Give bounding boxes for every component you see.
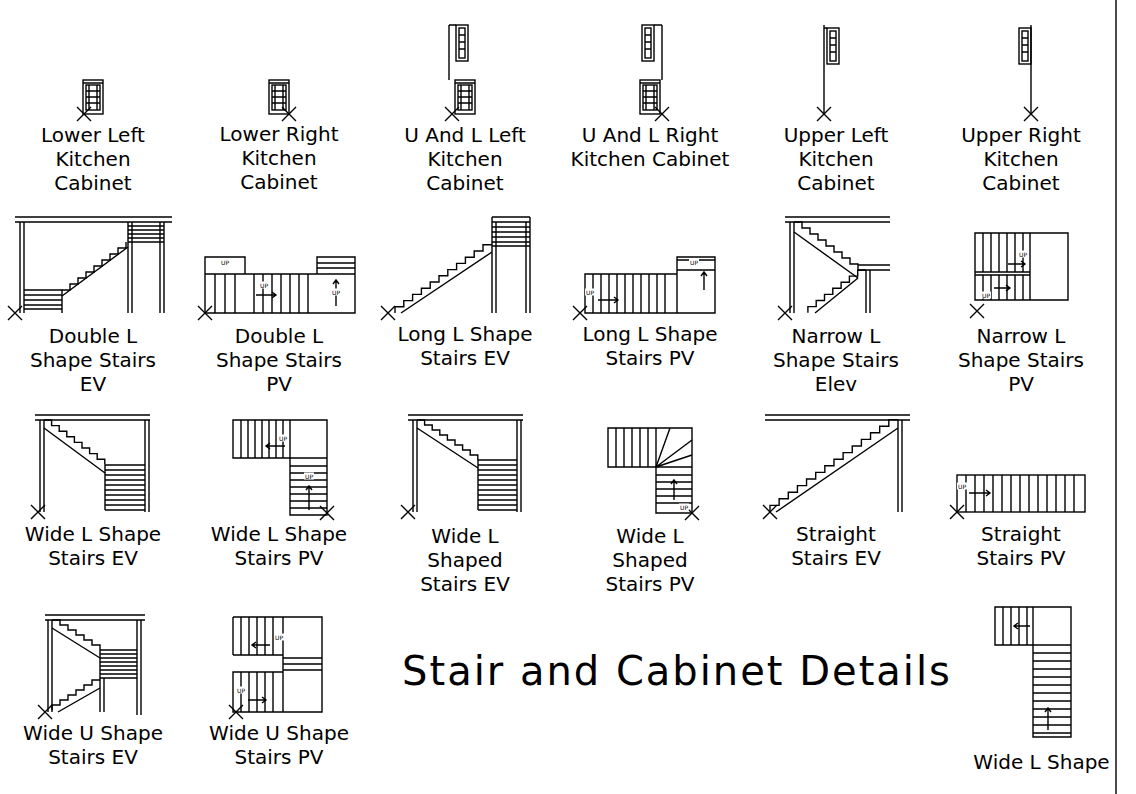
up-mark: UP bbox=[1018, 251, 1028, 258]
stair-plan bbox=[608, 428, 699, 520]
symbol-caption: Upper Left Kitchen Cabinet bbox=[782, 123, 891, 195]
up-mark: UP bbox=[331, 289, 341, 296]
symbol-caption-slot: Wide L Shape bbox=[971, 750, 1112, 774]
cabinet-symbol bbox=[445, 25, 475, 121]
stair-elevation bbox=[381, 217, 530, 320]
symbol-caption-slot: Wide L Shape Stairs PV bbox=[209, 522, 350, 570]
stair-plan bbox=[995, 607, 1071, 737]
symbol-caption: Lower Left Kitchen Cabinet bbox=[39, 123, 147, 195]
cabinet-symbol bbox=[817, 25, 839, 121]
symbol-caption: Wide L Shape Stairs PV bbox=[209, 522, 350, 570]
symbol-caption: Double L Shape Stairs EV bbox=[28, 324, 158, 396]
up-mark-slot: UP bbox=[957, 483, 967, 490]
symbol-caption: Wide L Shape bbox=[971, 750, 1112, 774]
up-mark: UP bbox=[957, 483, 967, 490]
symbol-caption: Narrow L Shape Stairs Elev bbox=[771, 324, 901, 396]
stair-plan bbox=[573, 257, 715, 320]
symbol-caption: Lower Right Kitchen Cabinet bbox=[218, 122, 341, 194]
symbol-caption-slot: Wide L Shaped Stairs PV bbox=[603, 524, 697, 596]
up-mark-slot: UP bbox=[585, 289, 595, 296]
up-mark: UP bbox=[585, 289, 595, 296]
symbol-caption-slot: U And L Right Kitchen Cabinet bbox=[569, 123, 732, 171]
symbol-caption: Upper Right Kitchen Cabinet bbox=[959, 123, 1083, 195]
up-mark-slot: UP bbox=[278, 435, 288, 442]
symbol-caption-slot: Lower Left Kitchen Cabinet bbox=[39, 123, 147, 195]
up-mark-slot: UP bbox=[259, 282, 269, 289]
up-mark: UP bbox=[689, 259, 699, 266]
up-mark: UP bbox=[220, 259, 230, 266]
stair-elevation bbox=[38, 615, 145, 719]
symbol-caption: U And L Left Kitchen Cabinet bbox=[402, 123, 528, 195]
symbol-caption: Straight Stairs EV bbox=[789, 522, 883, 570]
up-mark: UP bbox=[274, 634, 284, 641]
stair-plan bbox=[198, 257, 355, 320]
symbol-caption-slot: Narrow L Shape Stairs PV bbox=[956, 324, 1086, 396]
up-mark-slot: UP bbox=[981, 292, 991, 299]
symbol-caption-slot: Double L Shape Stairs PV bbox=[214, 324, 344, 396]
symbol-caption-slot: U And L Left Kitchen Cabinet bbox=[402, 123, 528, 195]
symbol-caption-slot: Wide U Shape Stairs EV bbox=[21, 721, 165, 769]
up-mark: UP bbox=[679, 504, 689, 511]
up-mark-slot: UP bbox=[236, 687, 246, 694]
symbol-caption-slot: Long L Shape Stairs PV bbox=[581, 322, 720, 370]
up-mark: UP bbox=[304, 473, 314, 480]
symbol-caption-slot: Straight Stairs EV bbox=[789, 522, 883, 570]
cabinet-symbol bbox=[77, 80, 103, 121]
symbol-caption: Wide L Shaped Stairs EV bbox=[418, 524, 512, 596]
sheet-title-slot: Stair and Cabinet Details bbox=[402, 646, 952, 696]
symbol-caption-slot: Straight Stairs PV bbox=[974, 522, 1068, 570]
cabinet-symbol bbox=[640, 25, 669, 121]
stair-elevation bbox=[31, 415, 150, 519]
symbol-caption: Long L Shape Stairs PV bbox=[581, 322, 720, 370]
symbol-caption-slot: Upper Left Kitchen Cabinet bbox=[782, 123, 891, 195]
up-mark-slot: UP bbox=[331, 289, 341, 296]
up-mark-slot: UP bbox=[220, 259, 230, 266]
up-mark: UP bbox=[278, 435, 288, 442]
stair-plan bbox=[233, 420, 334, 520]
symbol-caption-slot: Wide U Shape Stairs PV bbox=[207, 721, 351, 769]
up-mark-slot: UP bbox=[274, 634, 284, 641]
up-mark-slot: UP bbox=[304, 473, 314, 480]
symbol-caption-slot: Double L Shape Stairs EV bbox=[28, 324, 158, 396]
up-mark: UP bbox=[981, 292, 991, 299]
symbol-caption: Wide L Shaped Stairs PV bbox=[603, 524, 697, 596]
symbol-caption: Double L Shape Stairs PV bbox=[214, 324, 344, 396]
stair-elevation bbox=[401, 415, 523, 519]
symbol-caption-slot: Wide L Shape Stairs EV bbox=[23, 522, 164, 570]
sheet-title: Stair and Cabinet Details bbox=[402, 646, 952, 696]
stair-plan bbox=[970, 233, 1068, 318]
stair-elevation bbox=[778, 217, 890, 320]
symbol-caption: Wide U Shape Stairs PV bbox=[207, 721, 351, 769]
stair-elevation bbox=[8, 217, 172, 320]
stair-plan bbox=[229, 617, 322, 719]
stair-plan bbox=[950, 475, 1085, 519]
symbol-caption: Long L Shape Stairs EV bbox=[396, 322, 535, 370]
symbol-caption: Straight Stairs PV bbox=[974, 522, 1068, 570]
symbol-caption: Narrow L Shape Stairs PV bbox=[956, 324, 1086, 396]
stair-elevation bbox=[763, 415, 910, 519]
symbol-caption: Wide L Shape Stairs EV bbox=[23, 522, 164, 570]
symbol-caption-slot: Narrow L Shape Stairs Elev bbox=[771, 324, 901, 396]
cabinet-symbol bbox=[269, 80, 296, 121]
up-mark-slot: UP bbox=[1018, 251, 1028, 258]
up-mark-slot: UP bbox=[679, 504, 689, 511]
symbol-caption-slot: Long L Shape Stairs EV bbox=[396, 322, 535, 370]
symbol-caption: Wide U Shape Stairs EV bbox=[21, 721, 165, 769]
symbol-caption: U And L Right Kitchen Cabinet bbox=[569, 123, 732, 171]
up-mark-slot: UP bbox=[689, 259, 699, 266]
frame-line bbox=[1115, 0, 1116, 794]
symbol-caption-slot: Lower Right Kitchen Cabinet bbox=[218, 122, 341, 194]
cabinet-symbol bbox=[1019, 25, 1038, 121]
symbol-caption-slot: Upper Right Kitchen Cabinet bbox=[959, 123, 1083, 195]
up-mark: UP bbox=[236, 687, 246, 694]
symbol-caption-slot: Wide L Shaped Stairs EV bbox=[418, 524, 512, 596]
up-mark: UP bbox=[259, 282, 269, 289]
